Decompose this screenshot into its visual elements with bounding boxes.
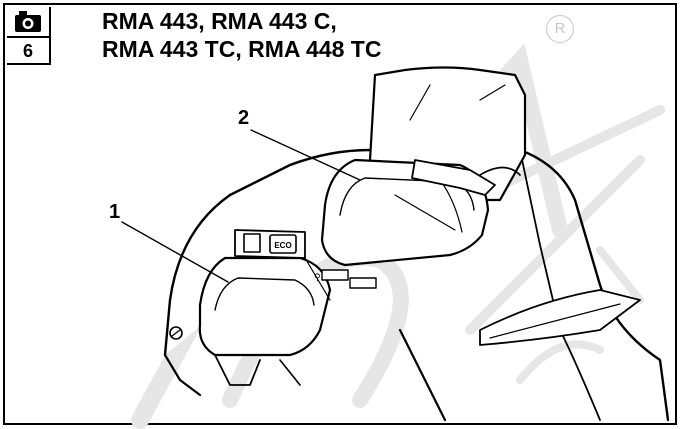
usb-port xyxy=(349,277,377,289)
battery-slot-2 xyxy=(320,158,490,267)
callout-label-1: 1 xyxy=(109,201,121,223)
camera-icon xyxy=(15,11,41,32)
callout-label-2: 2 xyxy=(238,107,250,129)
callout-line-1 xyxy=(121,221,229,283)
title-line-2: RMA 443 TC, RMA 448 TC xyxy=(102,36,382,62)
power-switch xyxy=(243,233,261,253)
registered-mark-icon: R xyxy=(546,15,574,43)
usb-symbol-icon: ⚲ xyxy=(314,273,321,283)
battery-slot-1 xyxy=(198,256,332,357)
callout-line-2 xyxy=(250,129,361,181)
figure-number: 6 xyxy=(7,36,49,64)
figure-badge: 6 xyxy=(7,7,51,65)
usb-port xyxy=(321,269,349,281)
title-line-1: RMA 443, RMA 443 C, xyxy=(102,8,337,34)
eco-button xyxy=(269,234,297,254)
eco-label: ECO xyxy=(274,241,291,250)
